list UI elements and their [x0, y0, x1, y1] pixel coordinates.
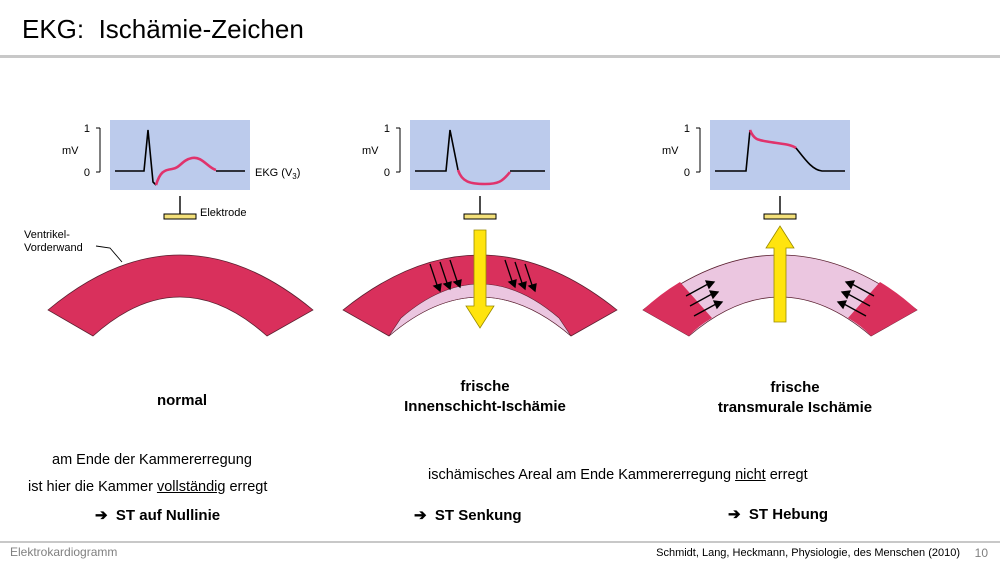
title-divider [0, 55, 1000, 58]
st-segment-inner [456, 169, 512, 186]
arrow-icon: ➔ [728, 506, 741, 523]
caption-inner-ischemia: frische Innenschicht-Ischämie [404, 378, 566, 415]
axis-unit: mV [62, 145, 79, 157]
st-segment-transmural [748, 129, 797, 150]
ekg-trace-transmural [715, 129, 751, 172]
vector-arrows-transmural [685, 280, 875, 317]
ekg-lead-label: EKG (V3) [255, 167, 300, 181]
tick-1: 1 [84, 123, 90, 135]
panel-transmural-ischemia: 1 0 mV [642, 120, 918, 337]
panel-inner-ischemia: 1 0 mV [342, 120, 618, 337]
footer-source: Schmidt, Lang, Heckmann, Physiologie, de… [656, 547, 960, 559]
axis-normal: 1 0 mV [62, 123, 101, 179]
electrode-transmural [763, 213, 797, 220]
ventricle-label-line2: Vorderwand [24, 242, 83, 254]
tick-0: 0 [84, 167, 90, 179]
svg-text:0: 0 [684, 167, 690, 179]
panel-normal: 1 0 mV EKG (V3) Elektrode Ventrikel- Vor… [24, 120, 314, 337]
page-number: 10 [974, 546, 988, 560]
electrode-label: Elektrode [200, 207, 246, 219]
ventricle-wall-normal [47, 254, 314, 337]
st-segment-normal [154, 156, 217, 186]
svg-text:mV: mV [362, 145, 379, 157]
ekg-trace-normal [115, 129, 157, 186]
result-inner: ➔ ST Senkung [414, 507, 522, 524]
ekg-trace-inner [415, 129, 459, 172]
st-vector-arrow-up [765, 225, 795, 323]
ischemia-diagram: 1 0 mV EKG (V3) Elektrode Ventrikel- Vor… [24, 120, 918, 337]
footer-title: Elektrokardiogramm [10, 545, 118, 559]
ventricle-pointer [95, 245, 123, 263]
arrow-icon: ➔ [414, 507, 427, 524]
axis-inner: 1 0 mV [362, 123, 401, 179]
ischemic-zone-inner [388, 283, 572, 337]
page-title: EKG: Ischämie-Zeichen [22, 14, 304, 44]
explanation-normal-line1: am Ende der Kammererregung [52, 452, 252, 468]
ekg-box-inner [410, 120, 550, 190]
result-transmural: ➔ ST Hebung [728, 506, 829, 523]
svg-text:1: 1 [384, 123, 390, 135]
footer-divider [0, 541, 1000, 543]
explanation-ischemic: ischämisches Areal am Ende Kammererregun… [428, 467, 808, 483]
caption-normal: normal [156, 392, 207, 409]
svg-text:1: 1 [684, 123, 690, 135]
arrow-icon: ➔ [95, 507, 108, 524]
healthy-tissue-left [643, 282, 712, 336]
electrode-inner [463, 213, 497, 220]
explanation-normal-line2: ist hier die Kammer vollständig erregt [28, 479, 268, 495]
ventricle-label-line1: Ventrikel- [24, 229, 70, 241]
vector-arrows-inner [429, 259, 537, 293]
st-vector-arrow-down [465, 229, 495, 329]
axis-transmural: 1 0 mV [662, 123, 701, 179]
electrode-normal [163, 213, 197, 220]
ekg-box-transmural [710, 120, 850, 190]
ekg-box-normal [110, 120, 250, 190]
svg-text:mV: mV [662, 145, 679, 157]
healthy-tissue-right [848, 282, 917, 336]
caption-transmural-ischemia: frische transmurale Ischämie [717, 379, 873, 416]
svg-text:0: 0 [384, 167, 390, 179]
result-normal: ➔ ST auf Nullinie [95, 507, 221, 524]
